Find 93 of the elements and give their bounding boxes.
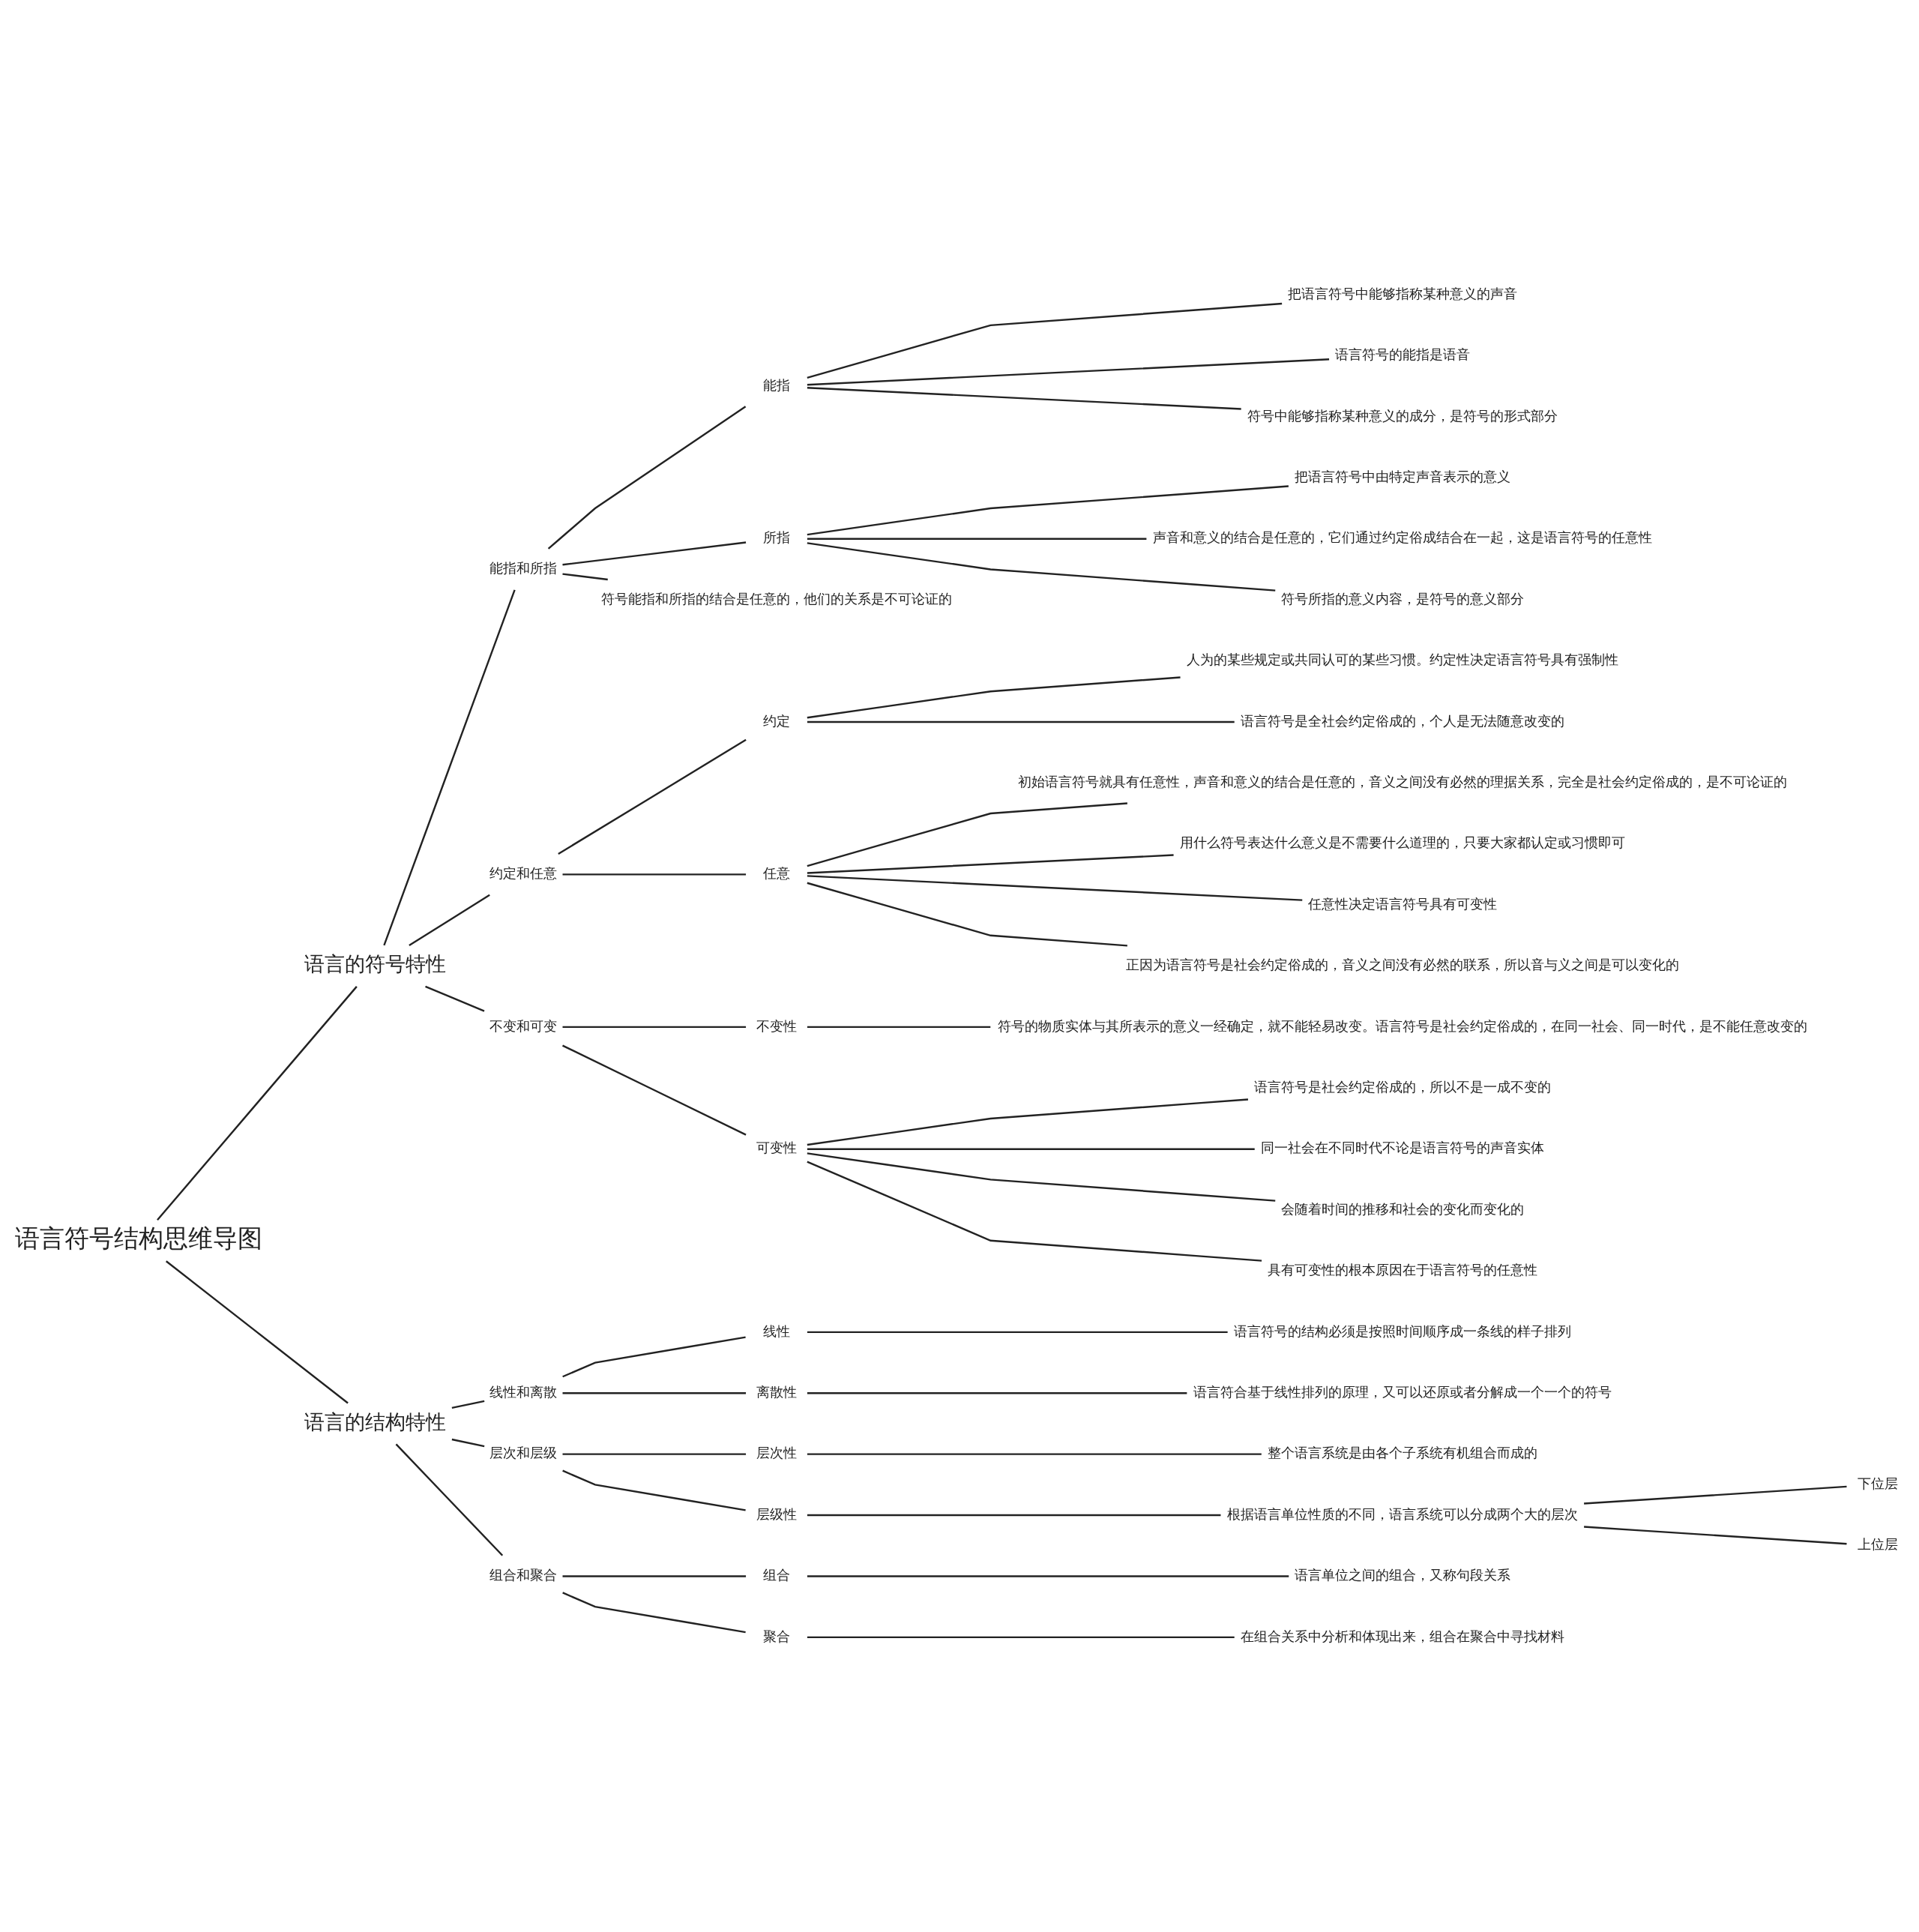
connector [451, 1438, 485, 1448]
connector [1584, 1485, 1847, 1505]
connector [562, 1044, 747, 1136]
node-text: 组合和聚合 [489, 1567, 558, 1583]
connector [409, 894, 490, 947]
connector [807, 1392, 1187, 1394]
node-text: 正因为语言符号是社会约定俗成的，音义之间没有必然的联系，所以音与义之间是可以变化的 [1125, 957, 1679, 973]
node-text: 层次性 [756, 1445, 797, 1461]
node-text: 不变性 [756, 1017, 797, 1034]
connector [807, 882, 1127, 947]
node-text: 所指 [762, 529, 790, 546]
node-text: 初始语言符号就具有任意性，声音和意义的结合是任意的，音义之间没有必然的理据关系，完全是社会约定俗成的，是不可论证的 [1017, 773, 1787, 789]
connector [807, 854, 1174, 874]
node-text: 把语言符号中能够指称某种意义的声音 [1287, 285, 1517, 301]
connector [807, 302, 1283, 379]
node-text: 线性 [762, 1322, 790, 1339]
node-text: 约定 [762, 712, 790, 729]
node-text: 语言符号的能指是语音 [1334, 346, 1470, 363]
connector [807, 1098, 1249, 1146]
node-text: 能指和所指 [489, 560, 558, 577]
connector [807, 1636, 1235, 1639]
node-text: 任意性决定语言符号具有可变性 [1307, 895, 1497, 912]
connector [807, 720, 1235, 723]
connector [807, 1161, 1262, 1262]
node-text: 层级性 [756, 1505, 797, 1522]
node-text: 根据语言单位性质的不同，语言系统可以分成两个大的层次 [1226, 1505, 1578, 1522]
connector [165, 1260, 349, 1404]
connector [395, 1443, 504, 1556]
node-text: 约定和任意 [489, 865, 558, 882]
connector [807, 1148, 1255, 1150]
node-text: 把语言符号中由特定声音表示的意义 [1294, 469, 1510, 485]
connector [562, 1469, 746, 1511]
connector [562, 1592, 746, 1634]
node-text: 语言符号的结构必须是按照时间顺序成一条线的样子排列 [1233, 1322, 1571, 1339]
connector [807, 358, 1330, 386]
node-text: 具有可变性的根本原因在于语言符号的任意性 [1267, 1262, 1537, 1278]
connector [562, 1392, 747, 1394]
node-text: 在组合关系中分析和体现出来，组合在聚合中寻找材料 [1240, 1628, 1564, 1644]
connector [562, 1453, 747, 1455]
connector [562, 1575, 747, 1577]
connector [562, 873, 747, 876]
connector [558, 738, 747, 855]
node-text: 用什么符号表达什么意义是不需要什么道理的，只要大家都认定或习惯即可 [1179, 834, 1625, 851]
connector [807, 676, 1181, 719]
connector [807, 1575, 1289, 1577]
node-text: 同一社会在不同时代不论是语言符号的声音实体 [1260, 1140, 1544, 1156]
node-text: 会随着时间的推移和社会的变化而变化的 [1280, 1200, 1524, 1217]
node-text: 语言符号是社会约定俗成的，所以不是一成不变的 [1253, 1078, 1551, 1095]
node-text: 下位层 [1857, 1475, 1898, 1492]
node-text: 语言单位之间的组合，又称句段关系 [1294, 1567, 1510, 1583]
node-text: 语言符号结构思维导图 [14, 1224, 262, 1254]
node-text: 层次和层级 [489, 1445, 558, 1461]
connector [562, 1026, 747, 1029]
connector [562, 541, 747, 566]
node-text: 声音和意义的结合是任意的，它们通过约定俗成结合在一起，这是语言符号的任意性 [1152, 529, 1652, 546]
connector [451, 1400, 485, 1409]
node-text: 离散性 [756, 1383, 797, 1400]
node-text: 语言符号是全社会约定俗成的，个人是无法随意改变的 [1240, 712, 1564, 729]
connector [807, 875, 1303, 901]
node-text: 任意 [762, 865, 790, 882]
connector [807, 386, 1241, 410]
connector [562, 573, 608, 581]
node-text: 语言的符号特性 [304, 952, 447, 976]
node-text: 不变和可变 [489, 1017, 558, 1034]
connector [807, 1026, 991, 1029]
node-text: 语言的结构特性 [304, 1409, 447, 1433]
connector [157, 986, 358, 1221]
node-text: 整个语言系统是由各个子系统有机组合而成的 [1267, 1445, 1537, 1461]
connector [807, 485, 1289, 536]
connector [807, 542, 1276, 592]
node-text: 符号所指的意义内容，是符号的意义部分 [1280, 590, 1524, 607]
node-text: 语言符合基于线性排列的原理，又可以还原或者分解成一个一个的符号 [1193, 1383, 1612, 1400]
node-text: 符号的物质实体与其所表示的意义一经确定，就不能轻易改变。语言符号是社会约定俗成的，在同一社会、同一时代，是不能任意改变的 [997, 1017, 1807, 1034]
connector [562, 1336, 746, 1378]
connector [383, 589, 516, 946]
connector [807, 1453, 1262, 1455]
node-text: 线性和离散 [489, 1383, 558, 1400]
connector [807, 1331, 1228, 1334]
connector [807, 1514, 1221, 1517]
node-text: 人为的某些规定或共同认可的某些习惯。约定性决定语言符号具有强制性 [1186, 651, 1618, 668]
node-text: 符号能指和所指的结合是任意的，他们的关系是不可论证的 [600, 590, 952, 607]
node-text: 上位层 [1857, 1536, 1898, 1553]
connector [807, 802, 1127, 867]
connector [547, 406, 747, 550]
connector [807, 1152, 1276, 1202]
connector [807, 538, 1147, 540]
connector [1584, 1526, 1847, 1545]
node-text: 组合 [762, 1567, 790, 1583]
node-text: 可变性 [756, 1140, 797, 1156]
node-text: 能指 [762, 376, 790, 393]
node-text: 聚合 [762, 1628, 790, 1644]
connector [425, 985, 485, 1012]
node-text: 符号中能够指称某种意义的成分，是符号的形式部分 [1247, 407, 1558, 424]
